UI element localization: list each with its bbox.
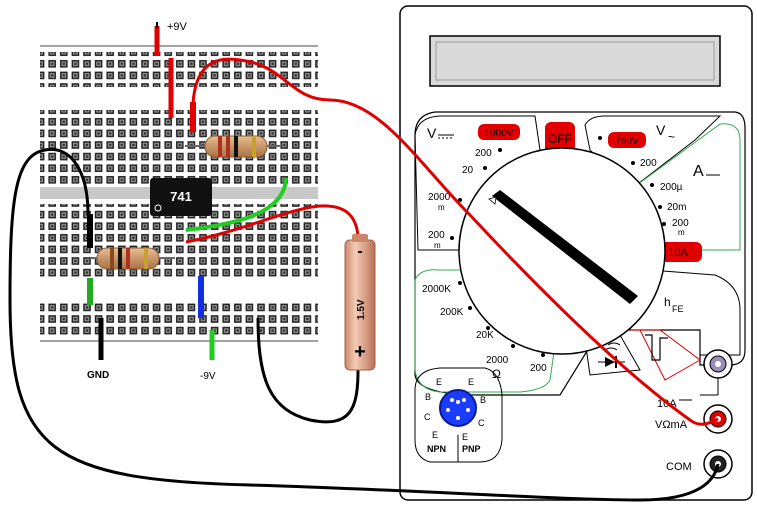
transistor-socket[interactable] (439, 389, 477, 427)
ground-label: GND (87, 370, 109, 381)
multimeter: V 1000V 200 20 2000 m 200 m OFF V ~ 750V… (399, 5, 753, 501)
ac-volts-label: V (656, 122, 666, 138)
battery[interactable]: - 1.5V + (344, 234, 376, 371)
transistor-socket-panel (414, 367, 503, 463)
battery-minus-label: - (357, 243, 362, 260)
dcv-range-20[interactable]: 20 (462, 165, 474, 176)
pnp-pin-b: B (480, 395, 486, 405)
ic-label: 741 (170, 189, 192, 204)
dca-range-200m[interactable]: 200 (672, 218, 689, 229)
acv-range-200[interactable]: 200 (640, 158, 657, 169)
ohm-range-2000[interactable]: 2000 (486, 355, 509, 366)
dc-volts-label: V (427, 125, 437, 141)
black-probe-lead[interactable] (8, 147, 720, 502)
ohm-symbol: Ω (492, 367, 501, 381)
lcd-display (429, 35, 721, 87)
dc-amps-label: A (693, 163, 704, 180)
bottom-power-rail (40, 303, 318, 338)
pnp-pin-c: C (478, 418, 485, 428)
ac-tilde-icon: ~ (668, 130, 675, 144)
dial-pointer (492, 190, 638, 304)
pnp-pin-e-bottom: E (462, 432, 468, 442)
dcv-range-200m[interactable]: 200 (428, 230, 445, 241)
pnp-label: PNP (462, 444, 481, 454)
ohm-range-200k[interactable]: 200K (440, 307, 464, 318)
red-probe-lead[interactable] (191, 57, 719, 426)
dcv-unit-m1: m (438, 203, 445, 212)
dca-range-20m[interactable]: 20m (667, 202, 686, 213)
range-1000v-badge (478, 124, 520, 140)
positive-supply-label: +9V (167, 21, 188, 33)
jack-com-label: COM (666, 461, 692, 473)
breadboard (40, 45, 318, 342)
jack-v-ohm-ma-label: VΩmA (655, 419, 688, 431)
range-off[interactable]: OFF (548, 132, 572, 146)
range-10a-badge (660, 242, 702, 262)
battery-return-wire[interactable] (256, 317, 360, 424)
pnp-pin-e-top: E (468, 377, 474, 387)
negative-supply-label: -9V (200, 371, 216, 382)
dcv-range-2000m[interactable]: 2000 (428, 192, 451, 203)
input-resistor[interactable] (90, 247, 175, 270)
dcv-range-200[interactable]: 200 (475, 148, 492, 159)
npn-pin-c: C (424, 412, 431, 422)
ohm-range-200[interactable]: 200 (530, 363, 547, 374)
feedback-resistor[interactable] (185, 135, 280, 158)
red-battery-wire[interactable] (185, 204, 360, 244)
hfe-sub: FE (672, 304, 684, 314)
dcv-unit-m2: m (434, 241, 441, 250)
range-1000v[interactable]: 1000V (485, 128, 514, 139)
range-dots (450, 136, 666, 357)
dca-unit-m: m (678, 228, 685, 237)
dca-range-200u[interactable]: 200µ (660, 182, 683, 193)
battery-plus-label: + (354, 341, 366, 363)
npn-pin-e-top: E (436, 377, 442, 387)
rotary-selector-dial[interactable] (458, 147, 666, 355)
positive-supply-lead[interactable] (154, 22, 196, 132)
dial-pointer-tip (488, 196, 497, 205)
battery-voltage-label: 1.5V (356, 299, 367, 320)
ohm-range-20k[interactable]: 20K (476, 330, 494, 341)
range-750v-badge (608, 132, 646, 148)
npn-label: NPN (427, 444, 446, 454)
op-amp-ic[interactable]: 741 (150, 178, 212, 216)
range-750v[interactable]: 750V (615, 136, 639, 147)
upper-terminal-strip (40, 110, 318, 186)
continuity-wave-icon (645, 334, 668, 361)
npn-pin-e-bottom: E (432, 430, 438, 440)
top-power-rail (40, 52, 318, 87)
green-jumper-wire[interactable] (185, 177, 288, 232)
range-10a[interactable]: 10A (668, 247, 688, 259)
npn-pin-b: B (425, 392, 431, 402)
ohm-range-2000k[interactable]: 2000K (422, 284, 451, 295)
hfe-label: h (664, 295, 671, 309)
